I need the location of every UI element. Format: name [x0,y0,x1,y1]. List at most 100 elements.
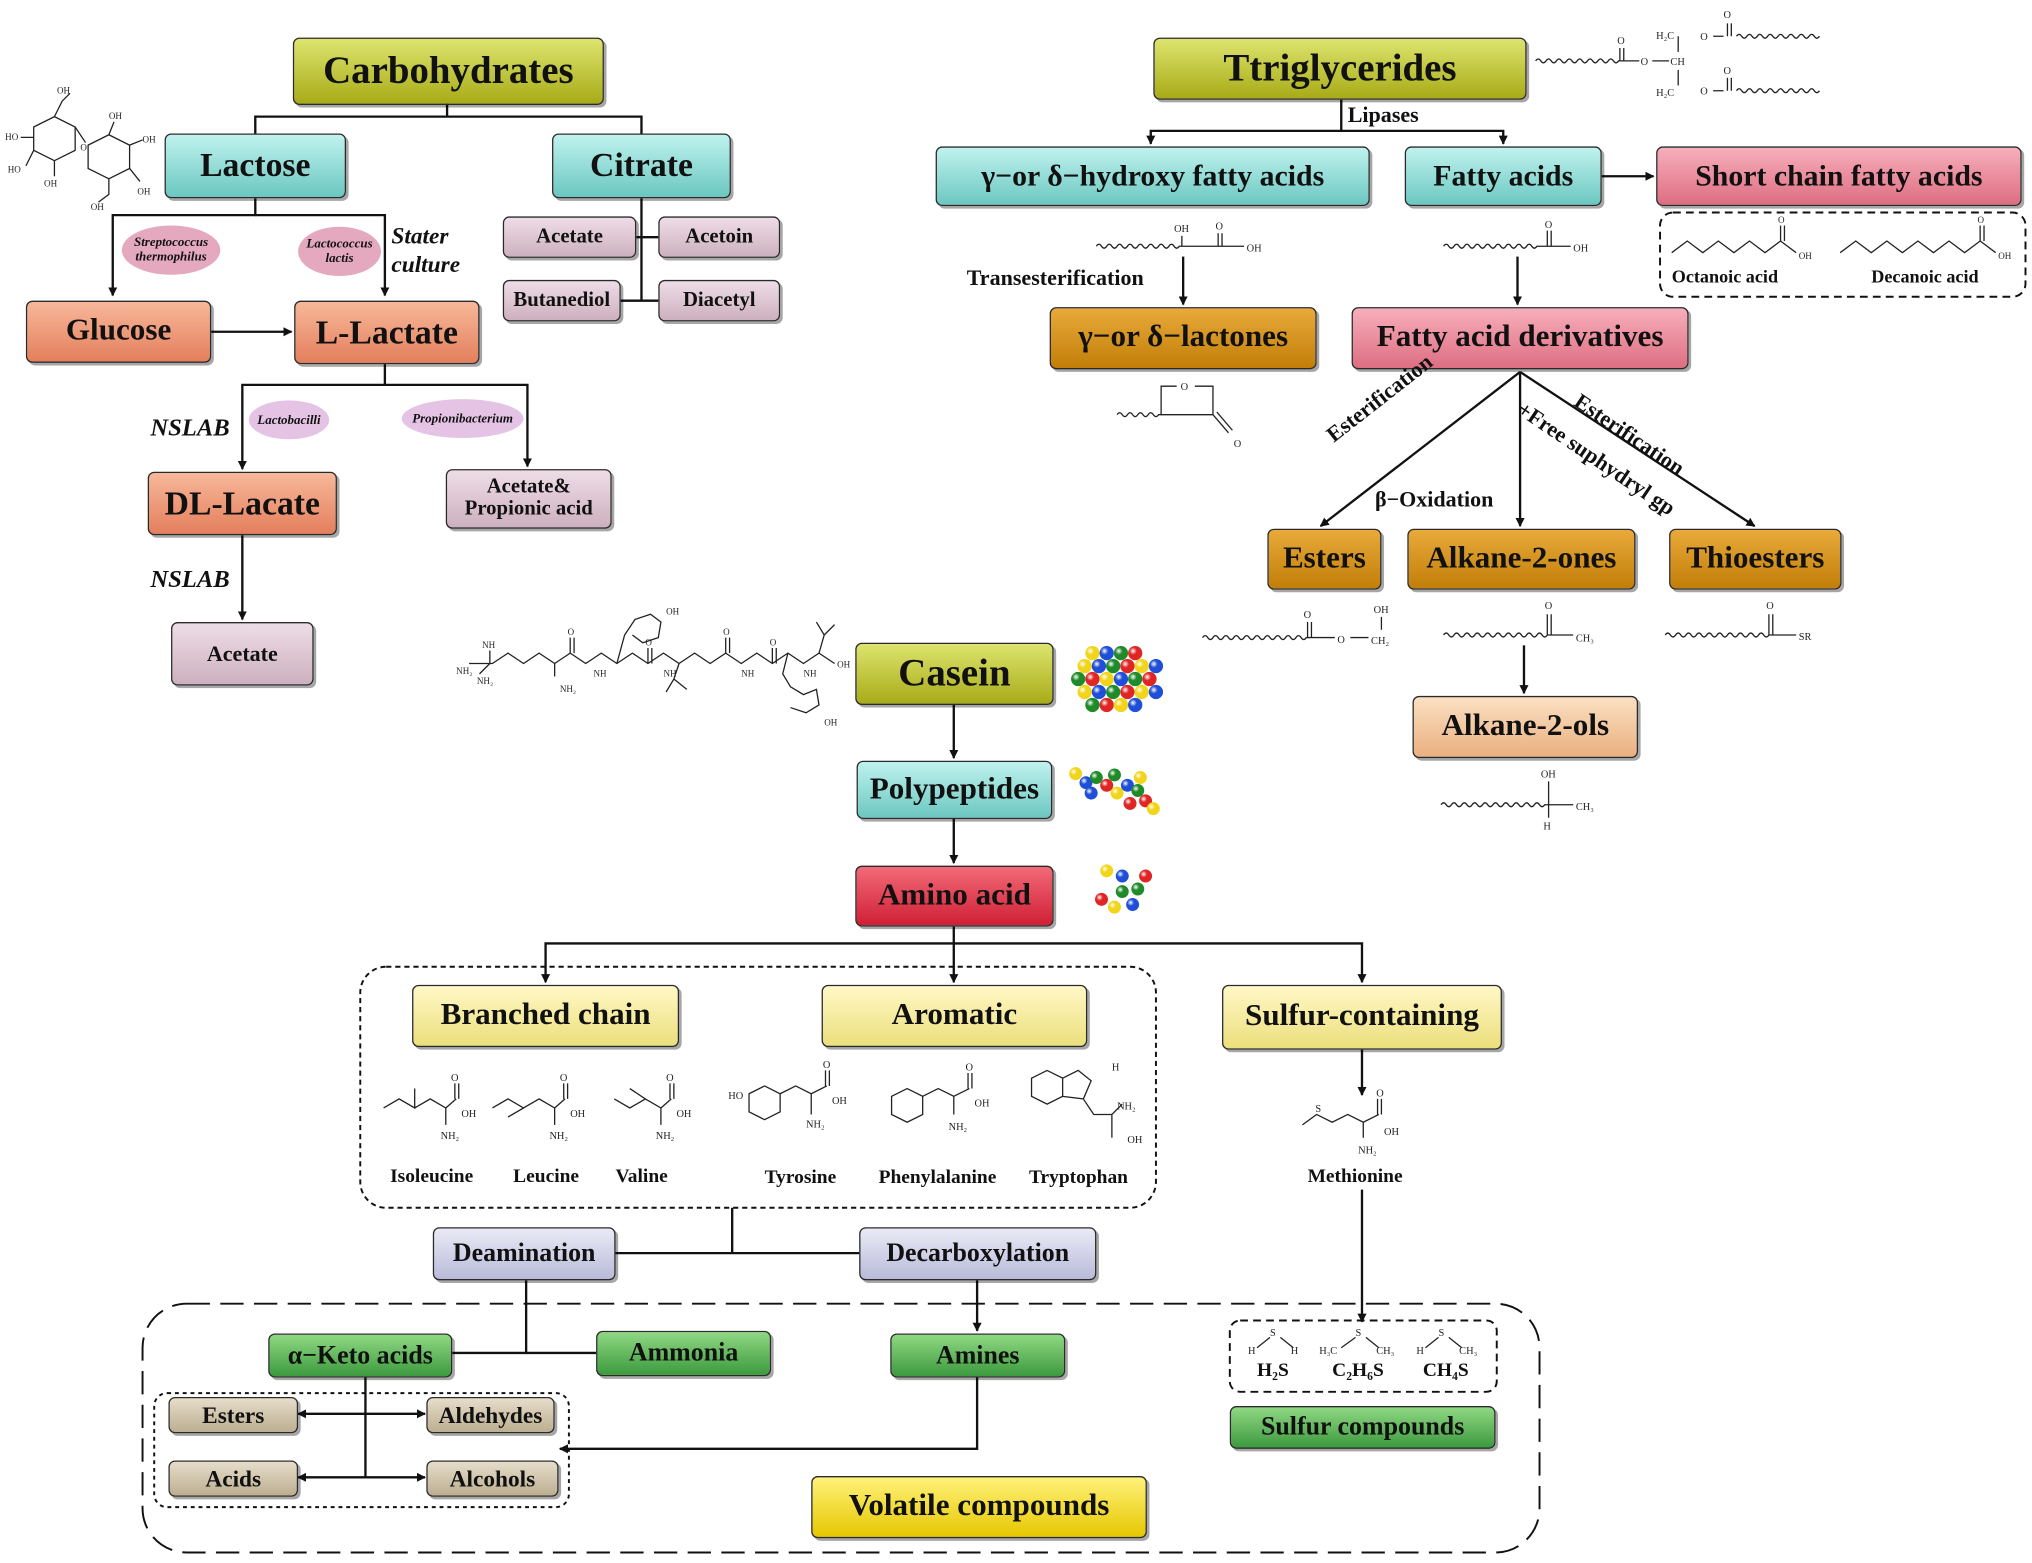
amines-box: Amines [890,1333,1066,1378]
alcohol-structure [1440,781,1574,818]
h2s-label: H₂S [1257,1360,1289,1382]
molecule-ball [1100,864,1114,878]
svg-text:NH: NH [594,668,608,678]
molecule-ball [1091,684,1107,700]
svg-text:H: H [1543,821,1551,832]
svg-text:O: O [80,142,87,152]
molecule-ball [1128,697,1143,713]
sulfur-compounds-box: Sulfur compounds [1229,1406,1496,1449]
svg-text:O: O [1376,1088,1384,1099]
citrate-acetate-box: Acetate [502,216,637,258]
ch4s-label: CH₄S [1422,1360,1469,1382]
svg-text:O: O [1337,635,1345,646]
svg-text:S: S [1438,1328,1444,1339]
sulfur-gas-structures [1256,1336,1463,1349]
svg-text:O: O [560,1073,568,1084]
svg-text:O: O [1778,215,1785,225]
dl-lactate-box: DL-Lacate [147,471,337,536]
keto-acids-box: α−Keto acids [268,1333,453,1378]
molecule-ball [1095,892,1108,906]
line-amines-alcohols [558,1377,979,1454]
molecule-ball [1077,658,1092,674]
molecule-ball [1128,671,1143,687]
valine-label: Valine [615,1166,668,1188]
svg-text:OH: OH [975,1099,990,1110]
svg-text:CH₃: CH₃ [1459,1346,1477,1357]
molecule-ball [1115,885,1129,899]
svg-text:OH: OH [1799,251,1813,261]
alcohol-atoms: OH CH₃ H [1541,770,1594,833]
molecule-ball [1099,697,1114,713]
ketone-structure [1443,614,1574,638]
svg-text:OH: OH [461,1109,476,1120]
svg-text:OH: OH [1374,605,1389,616]
molecule-ball [1110,786,1124,800]
svg-text:O: O [823,1060,831,1071]
fatty-acids-box: Fatty acids [1404,146,1602,207]
svg-text:O: O [1700,87,1708,98]
line-amino-sulfur [953,942,1367,984]
svg-text:H₃C: H₃C [1319,1346,1337,1357]
svg-text:OH: OH [570,1109,585,1120]
amino-structure-atoms: OH NH₂ O OH NH₂ O OH NH₂ O HO OH NH₂ O O… [441,1060,1400,1157]
svg-text:O: O [568,627,575,637]
aromatic-box: Aromatic [821,984,1088,1048]
svg-text:HO: HO [5,132,19,142]
svg-text:NH₂: NH₂ [656,1131,675,1142]
amino-structures [383,1069,1383,1138]
esters-volatile-box: Esters [168,1396,299,1434]
molecule-ball [1115,869,1129,883]
casein-box: Casein [855,642,1054,705]
molecule-ball [1131,882,1145,896]
svg-text:O: O [645,637,652,647]
svg-text:O: O [1700,32,1708,43]
molecule-ball [1085,671,1100,687]
polypeptide-balls [1069,767,1160,816]
carbohydrates-box: Carbohydrates [292,37,604,105]
svg-text:H: H [1112,1062,1120,1073]
molecule-ball [1113,697,1129,713]
molecule-ball [1099,646,1114,661]
svg-text:O: O [451,1073,459,1084]
svg-text:O: O [1724,10,1732,21]
glucose-box: Glucose [25,300,212,363]
short-chain-structures [1671,225,1997,254]
molecule-ball [1123,796,1137,810]
molecule-ball [1091,658,1107,674]
amino-acid-box: Amino acid [855,865,1054,927]
line-carb-branch [254,103,643,134]
svg-text:OH: OH [1573,243,1588,254]
svg-text:NH₂: NH₂ [456,666,472,676]
lactone-structure [1116,385,1233,434]
svg-text:O: O [1641,57,1649,68]
lactose-structure-atoms: OH O HO HO OH OH OH OH OH [5,85,156,212]
molecule-ball [1142,671,1157,687]
dashed-short-chain-group [1659,211,2027,298]
molecule-ball [1107,900,1121,914]
ketone-atoms: O CH₃ [1545,601,1594,644]
fatty-acid-derivatives-box: Fatty acid derivatives [1351,307,1689,370]
line-group-deam [615,1207,860,1255]
polypeptides-box: Polypeptides [856,760,1053,820]
dashed-keto-products-group [153,1392,570,1509]
line-lipases [1146,99,1343,145]
triglyceride-structure [1535,23,1820,94]
ester-structure [1202,616,1383,641]
svg-text:NH₂: NH₂ [1358,1145,1377,1156]
svg-text:OH: OH [1384,1127,1399,1138]
lactobacilli-bubble: Lactobacilli [248,400,330,440]
esters-fat-box: Esters [1267,528,1382,590]
dashed-volatile-group [141,1302,1541,1554]
svg-text:OH: OH [832,1096,847,1107]
svg-text:NH₂: NH₂ [949,1122,968,1133]
peptide-structure [469,613,836,714]
isoleucine-label: Isoleucine [390,1166,474,1188]
alkane-2-ols-box: Alkane-2-ols [1412,695,1639,759]
svg-text:O: O [1181,382,1189,393]
svg-text:OH: OH [1998,251,2012,261]
svg-text:OH: OH [143,135,157,145]
svg-text:O: O [1724,66,1732,77]
svg-text:O: O [1766,601,1774,612]
lactones-box: γ−or δ−lactones [1049,307,1317,370]
